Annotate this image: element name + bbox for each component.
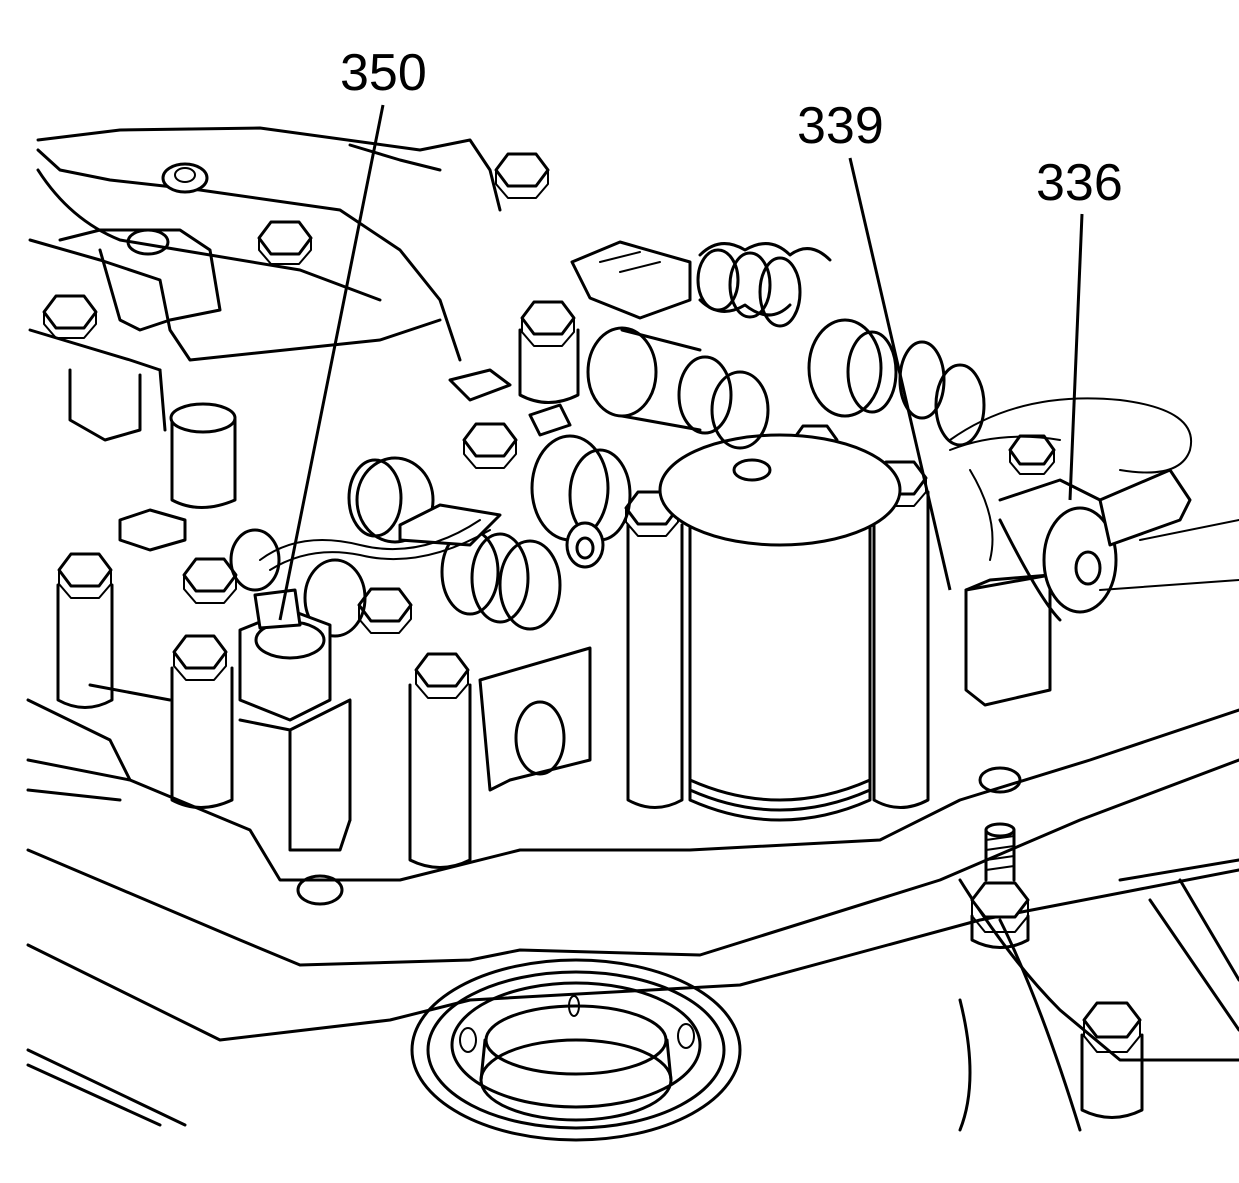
pump-port bbox=[410, 958, 742, 1142]
callout-336: 336 bbox=[1036, 154, 1123, 212]
bolt bbox=[1082, 1001, 1142, 1053]
bolt bbox=[57, 552, 113, 599]
callout-labels: 350 339 336 bbox=[340, 44, 1123, 212]
leader-336 bbox=[1068, 213, 1084, 501]
bolt bbox=[257, 220, 313, 265]
bolt-columns bbox=[56, 328, 1144, 1119]
bolt bbox=[182, 557, 238, 604]
upper-cover bbox=[28, 126, 502, 442]
bolt bbox=[462, 422, 518, 469]
wiring-harness bbox=[259, 519, 491, 571]
connectors bbox=[118, 240, 692, 552]
valve-springs bbox=[229, 242, 986, 638]
bolt bbox=[357, 587, 413, 634]
shift-solenoid-assembly bbox=[949, 397, 1239, 707]
left-valve-block bbox=[88, 588, 352, 852]
callout-350: 350 bbox=[340, 44, 427, 102]
bolt bbox=[520, 300, 576, 347]
callout-leaders bbox=[278, 104, 1084, 621]
bolt bbox=[414, 652, 470, 699]
mounting-bracket bbox=[478, 521, 605, 792]
callout-339: 339 bbox=[797, 97, 884, 155]
leader-350 bbox=[278, 104, 385, 621]
bolt bbox=[42, 294, 98, 339]
bolt bbox=[172, 634, 228, 681]
bolt bbox=[1008, 434, 1056, 475]
bolt bbox=[494, 152, 550, 199]
bolt bbox=[161, 162, 209, 194]
hex-bolts bbox=[42, 152, 1142, 1053]
pressure-control-solenoid bbox=[658, 433, 902, 822]
leader-339 bbox=[848, 157, 952, 591]
bolt bbox=[970, 881, 1030, 933]
